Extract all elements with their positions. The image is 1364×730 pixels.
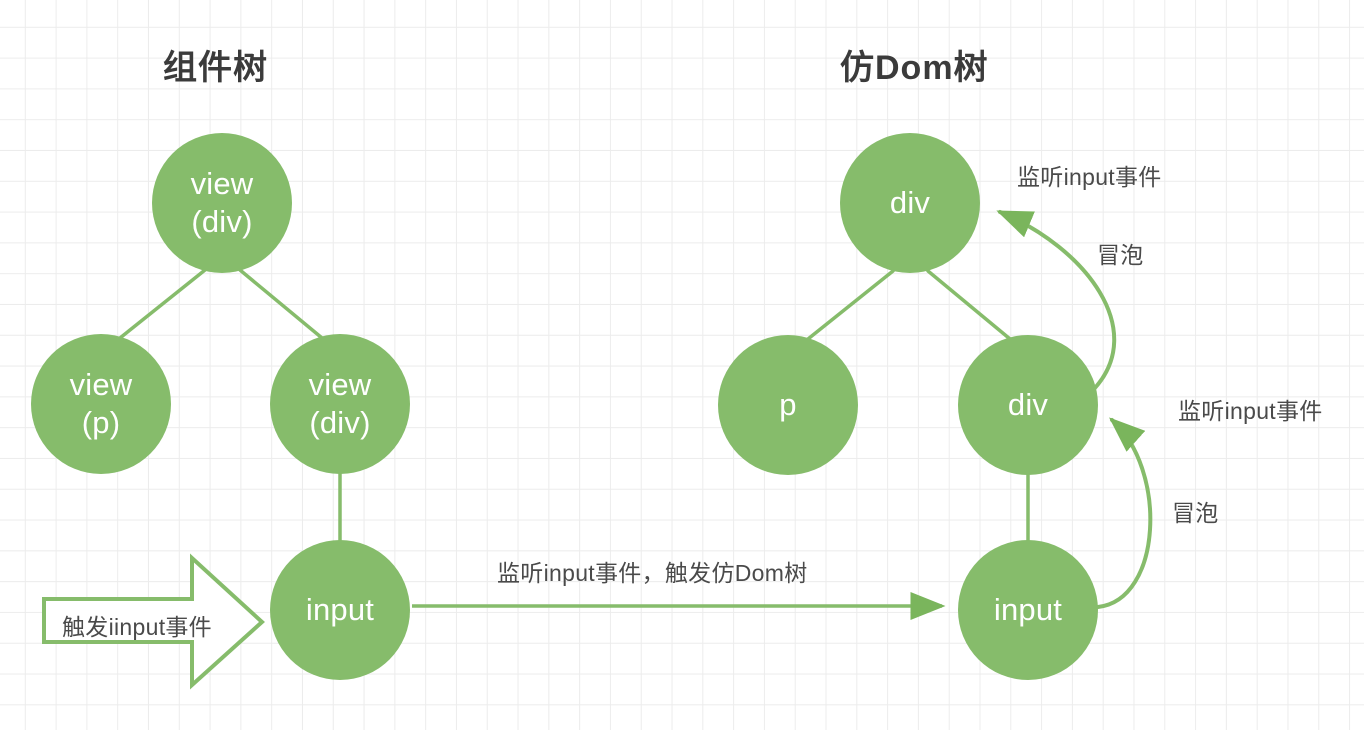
- label-listen-input-trigger-dom: 监听input事件，触发仿Dom树: [497, 560, 808, 586]
- node-component-input[interactable]: input: [270, 540, 410, 680]
- edge-component-root-to-div: [238, 268, 324, 340]
- node-dom-div-root[interactable]: div: [840, 133, 980, 273]
- node-component-view-div-root[interactable]: view (div): [152, 133, 292, 273]
- label-listen-input-event-top: 监听input事件: [1017, 164, 1162, 190]
- label-trigger-input-event: 触发iinput事件: [62, 614, 212, 640]
- node-dom-div-child[interactable]: div: [958, 335, 1098, 475]
- label-listen-input-event-bottom: 监听input事件: [1178, 398, 1323, 424]
- node-dom-input[interactable]: input: [958, 540, 1098, 680]
- bubble-curve-input-to-div: [1096, 417, 1153, 609]
- node-component-view-div-child[interactable]: view (div): [270, 334, 410, 474]
- edge-dom-root-to-p: [806, 269, 895, 341]
- label-bubble-top: 冒泡: [1097, 242, 1144, 268]
- label-bubble-bottom: 冒泡: [1172, 500, 1219, 526]
- dom-tree-title: 仿Dom树: [840, 49, 989, 87]
- component-tree-title: 组件树: [163, 49, 268, 87]
- edge-dom-root-to-div: [926, 269, 1012, 341]
- node-component-view-p[interactable]: view (p): [31, 334, 171, 474]
- node-dom-p[interactable]: p: [718, 335, 858, 475]
- edge-component-root-to-p: [118, 268, 207, 340]
